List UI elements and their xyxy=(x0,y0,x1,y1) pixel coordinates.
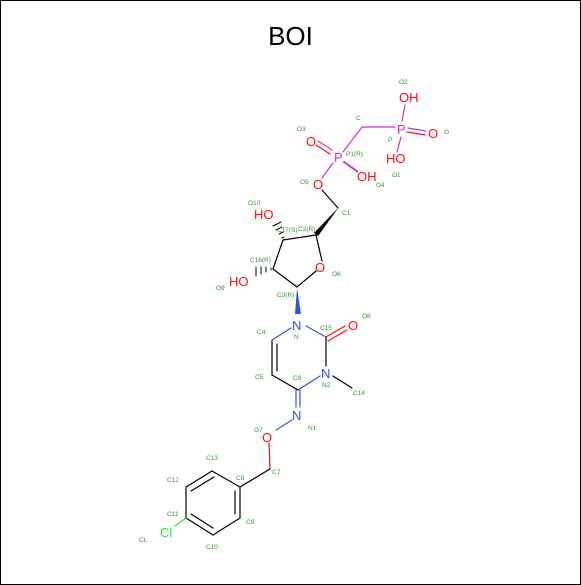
atom-n-n1: N xyxy=(292,408,301,423)
bond-c16-c3 xyxy=(272,268,298,288)
label-c1: C1 xyxy=(342,210,351,217)
bond-n2-c14 xyxy=(332,375,353,389)
bond-c1-c2-wedge xyxy=(314,207,339,236)
label-o6: O6 xyxy=(332,271,341,278)
atom-o-o7: O xyxy=(262,430,272,445)
bond-c13-c12 xyxy=(185,470,213,488)
label-n: N xyxy=(294,334,299,341)
bond-c15-o8-b xyxy=(327,329,348,342)
atom-o-o3: O xyxy=(306,134,316,149)
label-c: C xyxy=(356,115,361,122)
bond-c3-o6 xyxy=(296,270,317,288)
label-o7: O7 xyxy=(254,427,263,434)
atom-oh-o2: OH xyxy=(399,90,419,105)
label-o10: O10 xyxy=(248,200,261,207)
atom-oh-o4: OH xyxy=(357,169,377,184)
bond-n2-c6 xyxy=(297,375,321,391)
bond-n1-o7 xyxy=(275,419,293,431)
molecule-title: BOI xyxy=(268,21,313,51)
bond-c7-c8 xyxy=(239,468,271,488)
label-c11: C11 xyxy=(167,511,179,518)
bond-c8-c13 xyxy=(211,470,241,488)
atom-p1: P xyxy=(334,150,343,165)
label-c15: C15 xyxy=(320,325,332,332)
bond-ring-inner-1 xyxy=(190,476,215,492)
label-c5: C5 xyxy=(255,374,264,381)
label-p1: P1(R) xyxy=(346,151,363,158)
bonds xyxy=(174,104,427,536)
bond-c16-o9-hash xyxy=(255,266,272,277)
label-o8: O8 xyxy=(362,313,371,320)
label-o1: O1 xyxy=(392,172,401,179)
bond-p1-o3-b xyxy=(315,144,331,155)
label-o: O xyxy=(444,129,449,136)
label-c7: C7 xyxy=(272,469,281,476)
atom-n-n2: N xyxy=(321,366,330,381)
bond-c17-c16 xyxy=(272,239,284,270)
atom-cl: Cl xyxy=(160,525,172,540)
label-c2: C2(R) xyxy=(298,226,315,233)
bond-p1-c xyxy=(342,126,363,153)
atom-ho-o9: HO xyxy=(229,274,249,289)
bond-c15-o8-a xyxy=(325,325,346,338)
atom-oh-o1: HO xyxy=(386,151,406,166)
label-c9: C9 xyxy=(246,519,255,526)
bond-c2-o6 xyxy=(315,234,323,262)
label-c6: C6 xyxy=(293,375,302,382)
bond-p-o-double-a xyxy=(407,127,427,132)
label-c4: C4 xyxy=(257,329,266,336)
label-p: P xyxy=(388,137,392,144)
atom-o-o8: O xyxy=(348,318,358,333)
label-c16: C16(R) xyxy=(250,257,271,264)
bond-c4-n xyxy=(271,327,292,341)
bond-p1-o4 xyxy=(343,161,359,173)
label-o3: O3 xyxy=(297,126,306,133)
atom-o-o5: O xyxy=(313,177,323,192)
label-c13: C13 xyxy=(206,455,218,462)
atom-ho-o10: HO xyxy=(254,207,274,222)
label-c8: C8 xyxy=(236,475,245,482)
bond-p1-o5 xyxy=(321,162,334,179)
bond-n-c15 xyxy=(305,325,327,338)
atom-o-pd: O xyxy=(428,126,438,141)
label-o2: O2 xyxy=(399,79,408,86)
bond-o5-c1 xyxy=(321,189,339,209)
bond-p-o2 xyxy=(401,104,406,122)
label-o4: O4 xyxy=(376,182,385,189)
bond-ring-inner-2 xyxy=(190,513,214,529)
bond-c10-c9 xyxy=(212,517,241,536)
label-c3: C3(R) xyxy=(277,292,294,299)
label-cl: CL xyxy=(139,537,148,544)
atom-p-main: P xyxy=(397,122,406,137)
atom-symbols: OH P O HO O P OH O HO O HO N O N N O Cl xyxy=(160,90,438,540)
label-c10: C10 xyxy=(206,544,218,551)
label-c12: C12 xyxy=(167,477,179,484)
bond-c11-c10 xyxy=(185,517,214,536)
atom-n-ring: N xyxy=(292,318,301,333)
bond-c6-c5 xyxy=(271,374,299,391)
atom-labels: O2 C P O O1 O3 P1(R) O5 O4 C1 O10 C17(S)… xyxy=(139,79,449,551)
bond-p-o1 xyxy=(396,136,402,153)
label-n1: N1 xyxy=(308,425,317,432)
bond-c11-cl xyxy=(174,517,187,527)
label-n2: N2 xyxy=(322,382,331,389)
bond-c3-n-wedge xyxy=(295,288,301,314)
atom-o-o6: O xyxy=(315,260,325,275)
label-c17: C17(S) xyxy=(277,227,298,234)
bond-p-o-double-b xyxy=(406,131,426,136)
label-c14: C14 xyxy=(353,390,365,397)
bond-o7-c7 xyxy=(268,442,271,470)
bond-c2-c17 xyxy=(282,234,317,241)
label-o9: O9 xyxy=(216,285,225,292)
label-o5: O5 xyxy=(300,179,309,186)
bond-p1-o3-a xyxy=(317,140,333,151)
bond-c17-o10-hash xyxy=(272,221,285,239)
